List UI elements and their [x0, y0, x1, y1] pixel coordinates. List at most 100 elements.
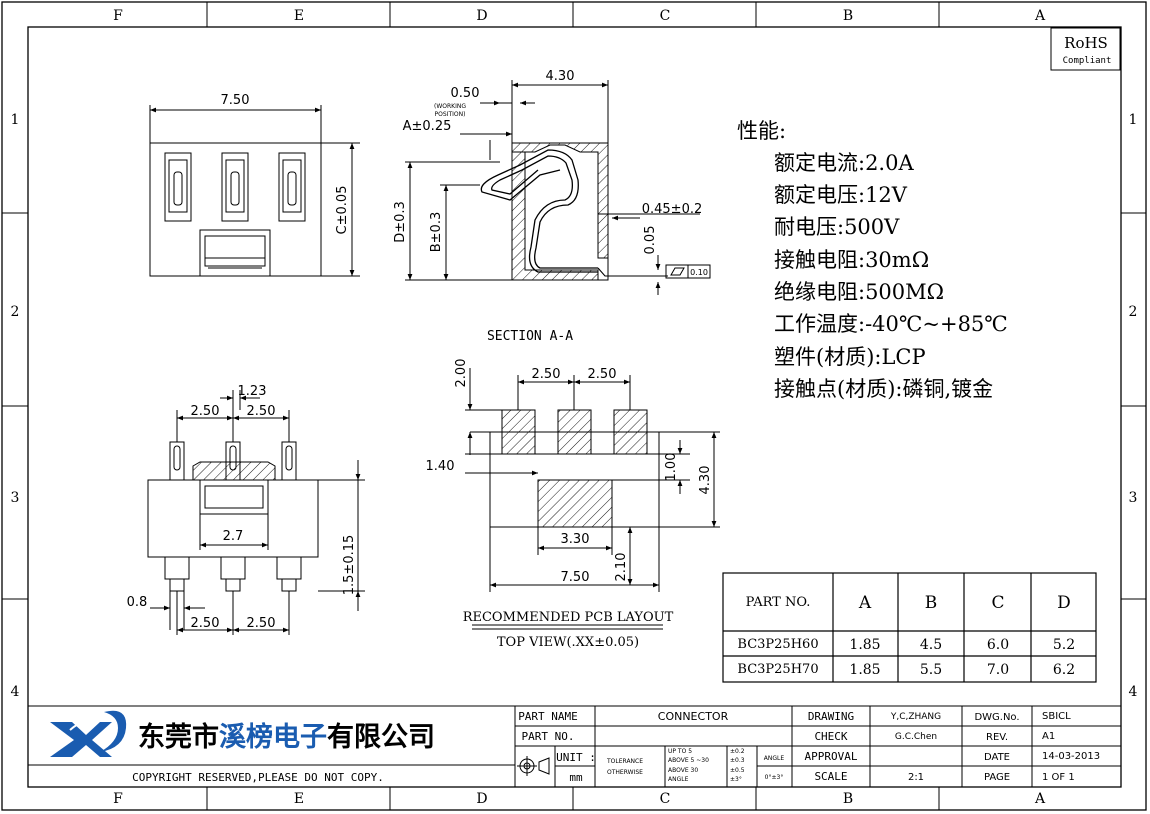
dim-pcb-210: 2.10	[614, 553, 629, 582]
col-label-top: F	[113, 8, 123, 24]
dim-27: 2.7	[223, 529, 244, 544]
page-value: 1 OF 1	[1042, 772, 1075, 783]
tolerance-value: ±0.2	[730, 748, 745, 755]
col-label-top: A	[1034, 8, 1046, 24]
table-cell: 6.2	[1053, 662, 1075, 678]
dim-pcb-100: 1.00	[664, 453, 679, 482]
row-label-left: 2	[11, 304, 20, 320]
row-label-right: 1	[1129, 112, 1138, 128]
dim-pcb-pitch: 2.50	[588, 367, 617, 382]
spec-item: 额定电流:2.0A	[774, 151, 914, 175]
title-block: 东莞市溪榜电子有限公司 COPYRIGHT RESERVED,PLEASE DO…	[28, 705, 1121, 787]
tolerance-label: TOLERANCE	[606, 758, 643, 765]
copyright-notice: COPYRIGHT RESERVED,PLEASE DO NOT COPY.	[132, 771, 384, 784]
table-cell: BC3P25H60	[737, 637, 818, 652]
spec-item: 绝缘电阻:500MΩ	[774, 280, 944, 304]
dim-pcb-140: 1.40	[426, 459, 455, 474]
col-label-bottom: C	[660, 791, 671, 807]
col-label-top: D	[476, 8, 487, 24]
tolerance-value: ±3°	[730, 776, 742, 783]
approval-label: APPROVAL	[805, 750, 858, 763]
table-cell: 5.5	[920, 662, 942, 678]
dim-d: D±0.3	[393, 201, 408, 243]
dwg-value: SBICL	[1042, 711, 1071, 722]
pcb-pad	[613, 409, 648, 455]
check-label: CHECK	[814, 730, 847, 743]
dim-pitch-bottom: 2.50	[247, 616, 276, 631]
flatness-value: 0.10	[690, 268, 708, 277]
dim-pcb-330: 3.30	[561, 532, 590, 547]
dim-pcb-200: 2.00	[454, 359, 469, 388]
dim-b: B±0.3	[429, 212, 444, 253]
table-header: C	[991, 593, 1004, 613]
spec-item: 工作温度:-40℃~+85℃	[774, 312, 1008, 336]
angle-label: ANGLE	[764, 755, 785, 762]
dim-lead: 0.45±0.2	[642, 202, 703, 217]
dim-side-total: 4.30	[546, 69, 575, 84]
tolerance-label: OTHERWISE	[607, 769, 643, 776]
tolerance-value: ±0.3	[730, 757, 745, 764]
col-label-top: C	[660, 8, 671, 24]
col-label-top: B	[843, 8, 853, 24]
spec-item: 接触电阻:30mΩ	[774, 248, 929, 272]
dim-top-width: 7.50	[221, 93, 250, 108]
rev-label: REV.	[986, 732, 1008, 743]
table-header: B	[925, 593, 938, 613]
pcb-pad-large	[537, 479, 613, 528]
pcb-layout	[465, 368, 720, 630]
dim-005: 0.05	[643, 226, 658, 255]
col-label-top: E	[294, 8, 304, 24]
table-cell: 6.0	[987, 637, 1009, 653]
row-label-right: 2	[1129, 304, 1138, 320]
drawing-value: Y,C,ZHANG	[890, 712, 941, 722]
rohs-subtitle: Compliant	[1063, 56, 1112, 66]
dim-pitch-bottom: 2.50	[191, 616, 220, 631]
dim-pcb-430: 4.30	[698, 466, 713, 495]
dim-front-height: 1.5±0.15	[342, 535, 357, 596]
part-table: PART NO. A B C D BC3P25H60 1.85 4.5 6.0 …	[722, 572, 1097, 683]
date-value: 14-03-2013	[1042, 751, 1100, 762]
tolerance-range: ABOVE 30	[668, 767, 698, 774]
dim-a: A±0.25	[403, 119, 452, 134]
pcb-pad	[557, 409, 592, 455]
pcb-layout-subtitle: TOP VIEW(.XX±0.05)	[497, 635, 639, 650]
tolerance-value: ±0.5	[730, 767, 745, 774]
dim-top-height: C±0.05	[335, 186, 350, 235]
row-label-left: 1	[11, 112, 20, 128]
working-note-1: (WORKING	[434, 103, 466, 110]
dim-pcb-750: 7.50	[561, 570, 590, 585]
table-header: A	[858, 593, 872, 613]
pcb-pad	[501, 409, 536, 455]
col-label-bottom: F	[113, 791, 123, 807]
dim-123: 1.23	[238, 384, 267, 399]
date-label: DATE	[984, 752, 1010, 763]
company-name: 东莞市溪榜电子有限公司	[138, 721, 435, 753]
section-label: SECTION A-A	[487, 329, 573, 344]
contact-window	[164, 152, 192, 222]
table-cell: 1.85	[849, 637, 880, 653]
row-label-right: 3	[1129, 490, 1138, 506]
row-label-right: 4	[1129, 684, 1138, 700]
spec-item: 塑件(材质):LCP	[774, 345, 926, 369]
working-note-2: POSITION)	[435, 111, 466, 118]
table-header: D	[1057, 593, 1071, 613]
check-value: G.C.Chen	[895, 732, 937, 742]
dim-pcb-pitch: 2.50	[532, 367, 561, 382]
row-label-left: 4	[11, 684, 20, 700]
table-header: PART NO.	[746, 595, 811, 610]
dim-08: 0.8	[127, 595, 148, 610]
spec-item: 接触点(材质):磷铜,镀金	[774, 377, 993, 401]
unit-value: mm	[569, 771, 583, 784]
spec-item: 耐电压:500V	[774, 215, 900, 239]
row-label-left: 3	[11, 490, 20, 506]
page-label: PAGE	[984, 772, 1010, 783]
part-name-value: CONNECTOR	[658, 710, 729, 723]
dim-working: 0.50	[451, 86, 480, 101]
col-label-bottom: B	[843, 791, 853, 807]
contact-window	[221, 152, 249, 222]
projection-symbol-icon	[517, 756, 550, 776]
pcb-layout-title: RECOMMENDED PCB LAYOUT	[463, 610, 674, 625]
drawing-label: DRAWING	[808, 710, 854, 723]
rev-value: A1	[1042, 731, 1055, 742]
